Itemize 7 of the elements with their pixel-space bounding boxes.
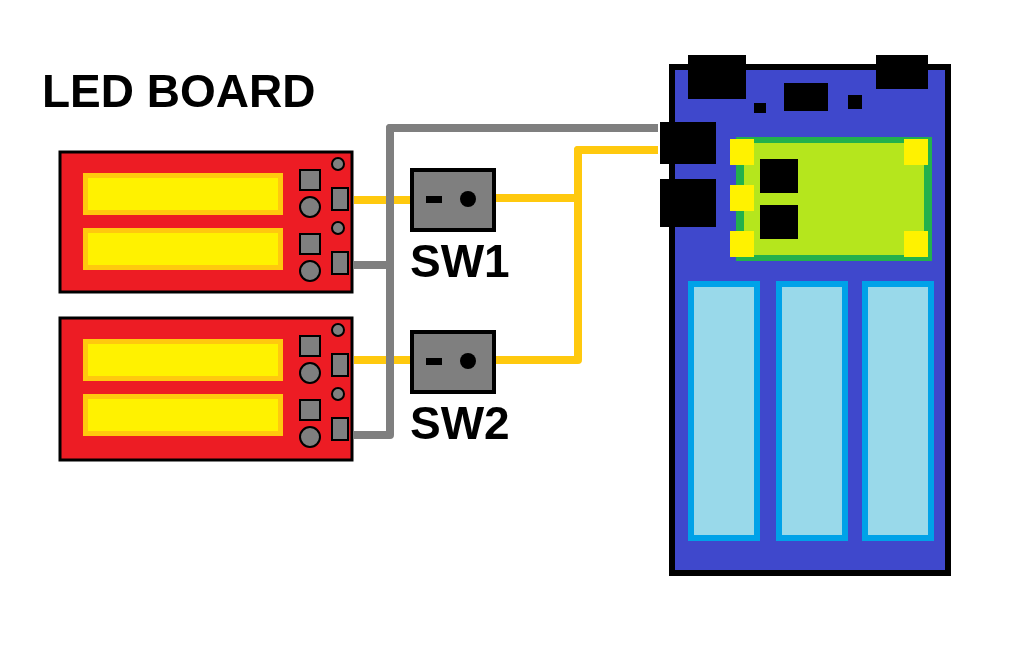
- wire: [354, 196, 410, 204]
- board-label: LED BOARD: [42, 66, 316, 116]
- wire: [354, 356, 410, 364]
- wire: [494, 146, 658, 364]
- switch-label: SW1: [410, 236, 510, 286]
- switch-label: SW2: [410, 398, 510, 448]
- wire: [354, 124, 658, 439]
